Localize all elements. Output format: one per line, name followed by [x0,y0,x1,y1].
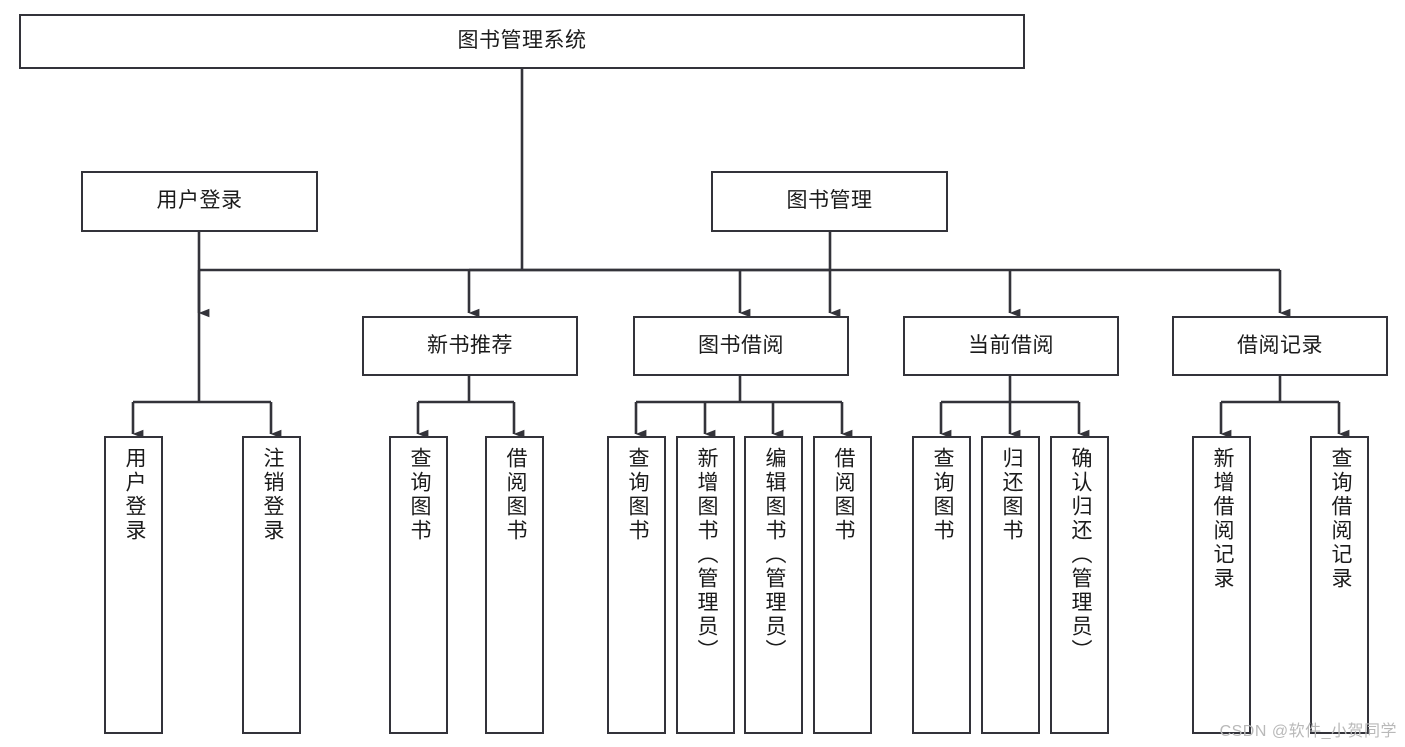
leaf-book-borrow-edit[interactable]: 编辑图书（管理员） [744,436,803,734]
leaf-book-borrow-query[interactable]: 查询图书 [607,436,666,734]
node-label: 图书管理系统 [457,29,587,53]
watermark-text: CSDN @软件_小贺同学 [1219,723,1397,740]
node-label: 确认归还（管理员） [1068,447,1092,663]
leaf-borrow-record-query[interactable]: 查询借阅记录 [1310,436,1369,734]
node-label: 编辑图书（管理员） [762,447,786,663]
leaf-book-borrow-borrow[interactable]: 借阅图书 [813,436,872,734]
leaf-new-book-query[interactable]: 查询图书 [389,436,448,734]
node-label: 新增图书（管理员） [694,447,718,663]
node-label: 图书管理 [786,189,873,213]
node-label: 新书推荐 [427,333,513,357]
leaf-book-borrow-add[interactable]: 新增图书（管理员） [676,436,735,734]
node-current-borrow[interactable]: 当前借阅 [903,316,1119,376]
node-label: 注销登录 [260,447,284,543]
node-root-system[interactable]: 图书管理系统 [19,14,1025,69]
leaf-user-login-logout[interactable]: 注销登录 [242,436,301,734]
node-label: 当前借阅 [968,333,1054,357]
node-label: 查询图书 [625,447,649,543]
node-label: 借阅图书 [503,447,527,543]
node-new-book-recommend[interactable]: 新书推荐 [362,316,578,376]
node-label: 新增借阅记录 [1210,447,1234,591]
node-label: 查询图书 [930,447,954,543]
node-borrow-record[interactable]: 借阅记录 [1172,316,1388,376]
node-book-management[interactable]: 图书管理 [711,171,948,232]
leaf-user-login-login[interactable]: 用户登录 [104,436,163,734]
leaf-current-borrow-return[interactable]: 归还图书 [981,436,1040,734]
node-label: 用户登录 [156,189,243,213]
node-label: 归还图书 [999,447,1023,543]
node-label: 查询图书 [407,447,431,543]
node-label: 用户登录 [122,447,146,543]
node-label: 借阅图书 [831,447,855,543]
leaf-current-borrow-confirm-return[interactable]: 确认归还（管理员） [1050,436,1109,734]
leaf-current-borrow-query[interactable]: 查询图书 [912,436,971,734]
leaf-borrow-record-add[interactable]: 新增借阅记录 [1192,436,1251,734]
leaf-new-book-borrow[interactable]: 借阅图书 [485,436,544,734]
node-book-borrow[interactable]: 图书借阅 [633,316,849,376]
node-label: 借阅记录 [1237,333,1323,357]
node-label: 图书借阅 [698,333,784,357]
node-user-login[interactable]: 用户登录 [81,171,318,232]
node-label: 查询借阅记录 [1328,447,1352,591]
